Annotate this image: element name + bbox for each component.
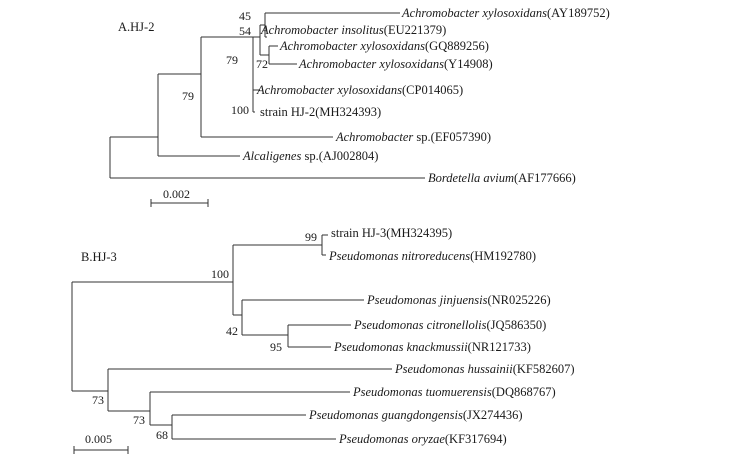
bootstrap-a-72: 72 [256, 57, 268, 71]
tree-b [71, 234, 392, 440]
bootstrap-b-100: 100 [211, 267, 229, 281]
bootstrap-b-99: 99 [305, 230, 317, 244]
leaf-b-3: Pseudomonas jinjuensis(NR025226) [366, 293, 551, 307]
bootstrap-a-79-inner: 79 [226, 53, 238, 67]
bootstrap-a-100: 100 [231, 103, 249, 117]
leaf-a-7: Achromobacter sp.(EF057390) [335, 130, 491, 144]
leaf-b-6: Pseudomonas hussainii(KF582607) [394, 362, 575, 376]
bootstrap-b-68: 68 [156, 428, 168, 442]
leaf-b-8: Pseudomonas guangdongensis(JX274436) [308, 408, 523, 422]
bootstrap-a-45: 45 [239, 9, 251, 23]
leaf-b-4: Pseudomonas citronellolis(JQ586350) [353, 318, 546, 332]
tree-a [109, 12, 425, 179]
panel-b-title: B.HJ-3 [81, 250, 117, 264]
scale-bar-a-label: 0.002 [163, 187, 190, 201]
scale-bar-a [150, 199, 209, 207]
bootstrap-b-73-inner: 73 [133, 413, 145, 427]
scale-bar-b [73, 446, 129, 454]
leaf-a-3: Achromobacter xylosoxidans(GQ889256) [279, 39, 489, 53]
leaf-a-4: Achromobacter xylosoxidans(Y14908) [298, 57, 493, 71]
bootstrap-a-79-outer: 79 [182, 89, 194, 103]
bootstrap-b-95: 95 [270, 340, 282, 354]
leaf-a-6: strain HJ-2(MH324393) [260, 105, 381, 119]
leaf-b-9: Pseudomonas oryzae(KF317694) [338, 432, 507, 446]
leaf-b-1: strain HJ-3(MH324395) [331, 226, 452, 240]
scale-bar-b-label: 0.005 [85, 432, 112, 446]
bootstrap-b-42: 42 [226, 324, 238, 338]
leaf-a-9: Bordetella avium(AF177666) [428, 171, 576, 185]
leaf-b-2: Pseudomonas nitroreducens(HM192780) [328, 249, 536, 263]
leaf-a-5: Achromobacter xylosoxidans(CP014065) [256, 83, 463, 97]
leaf-b-7: Pseudomonas tuomuerensis(DQ868767) [352, 385, 556, 399]
leaf-a-1: Achromobacter xylosoxidans(AY189752) [401, 6, 610, 20]
bootstrap-b-73-outer: 73 [92, 393, 104, 407]
leaf-b-5: Pseudomonas knackmussii(NR121733) [333, 340, 531, 354]
bootstrap-a-54: 54 [239, 24, 251, 38]
leaf-a-2: Achromobacter insolitus(EU221379) [260, 23, 446, 37]
panel-a-title: A.HJ-2 [118, 20, 154, 34]
leaf-a-8: Alcaligenes sp.(AJ002804) [242, 149, 378, 163]
